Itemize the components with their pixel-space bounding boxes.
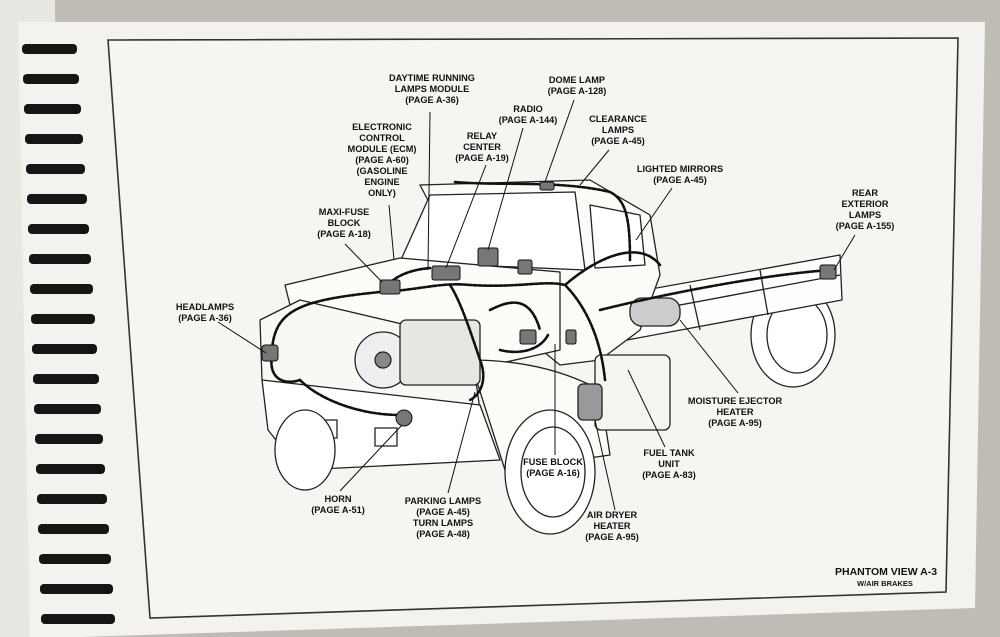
label-line: ELECTRONIC [352,122,412,132]
label-line: (PAGE A-51) [311,505,365,515]
label-line: HORN [324,494,352,504]
leader-lines [217,99,856,511]
label-dome-lamp: DOME LAMP (PAGE A-128) [548,75,607,97]
label-line: LAMPS [601,125,635,135]
label-line: HEADLAMPS [175,302,235,312]
label-line: (PAGE A-36) [178,313,232,323]
label-line: MAXI-FUSE [318,207,370,217]
label-line: (PAGE A-45) [416,507,470,517]
label-line: (PAGE A-95) [585,532,639,542]
label-ecm: ELECTRONIC CONTROL MODULE (ECM) (PAGE A-… [348,122,417,199]
side-window [589,204,646,269]
label-line: ONLY) [368,188,396,198]
label-line: PARKING LAMPS [404,496,482,506]
label-radio: RADIO (PAGE A-144) [499,104,558,126]
label-fuse-block: FUSE BLOCK (PAGE A-16) [523,457,583,479]
label-line: LIGHTED MIRRORS [636,164,724,174]
label-line: LAMPS MODULE [394,84,470,94]
label-line: EXTERIOR [841,199,889,209]
label-horn: HORN (PAGE A-51) [311,494,365,516]
label-line: (PAGE A-83) [642,470,696,480]
label-line: RADIO [513,104,543,114]
truck-illustration [259,179,843,535]
label-line: ENGINE [364,177,400,187]
label-line: CENTER [463,142,501,152]
wiring-harness [270,180,832,417]
engine-block [399,319,481,386]
spiral-binding [22,44,115,624]
label-line: DOME LAMP [548,75,606,85]
label-line: (PAGE A-60) [355,155,409,165]
label-line: (PAGE A-48) [416,529,470,539]
label-line: (PAGE A-18) [317,229,371,239]
label-line: (PAGE A-45) [653,175,707,185]
label-line: (PAGE A-95) [708,418,762,428]
fuel-tank [594,354,671,431]
label-line: (PAGE A-144) [498,115,558,125]
label-line: (PAGE A-19) [455,153,509,163]
label-air-dryer-heater: AIR DRYER HEATER (PAGE A-95) [585,510,639,543]
label-maxi-fuse-block: MAXI-FUSE BLOCK (PAGE A-18) [317,207,371,240]
label-line: (PAGE A-155) [835,221,895,231]
label-daytime-running-lamps-module: DAYTIME RUNNING LAMPS MODULE (PAGE A-36) [389,73,475,106]
label-line: FUSE BLOCK [523,457,583,467]
label-lighted-mirrors: LIGHTED MIRRORS (PAGE A-45) [637,164,723,186]
label-line: RELAY [466,131,498,141]
label-rear-exterior-lamps: REAR EXTERIOR LAMPS (PAGE A-155) [836,188,895,232]
air-dryer [577,383,603,421]
label-line: HEATER [593,521,631,531]
label-clearance-lamps: CLEARANCE LAMPS (PAGE A-45) [589,114,647,147]
label-line: REAR [851,188,879,198]
label-line: (PAGE A-128) [547,86,607,96]
label-line: BLOCK [327,218,361,228]
label-line: DAYTIME RUNNING [389,73,475,83]
label-line: (PAGE A-36) [405,95,459,105]
label-moisture-ejector-heater: MOISTURE EJECTOR HEATER (PAGE A-95) [688,396,782,429]
page-title: PHANTOM VIEW A-3 [835,566,938,578]
label-line: MOISTURE EJECTOR [687,396,783,406]
harness-components [261,181,837,427]
label-line: FUEL TANK [643,448,695,458]
label-line: AIR DRYER [586,510,638,520]
label-headlamps: HEADLAMPS (PAGE A-36) [176,302,234,324]
label-line: CLEARANCE [589,114,647,124]
label-line: CONTROL [359,133,405,143]
label-line: (PAGE A-45) [591,136,645,146]
label-line: UNIT [658,459,680,469]
label-line: LAMPS [848,210,882,220]
label-line: (PAGE A-16) [526,468,580,478]
label-relay-center: RELAY CENTER (PAGE A-19) [455,131,509,164]
label-line: HEATER [716,407,754,417]
page-subtitle: W/AIR BRAKES [857,579,913,588]
label-line: MODULE (ECM) [347,144,417,154]
label-line: (GASOLINE [356,166,408,176]
label-fuel-tank-unit: FUEL TANK UNIT (PAGE A-83) [642,448,696,481]
label-parking-turn-lamps: PARKING LAMPS (PAGE A-45) TURN LAMPS (PA… [405,496,481,540]
label-line: TURN LAMPS [412,518,474,528]
